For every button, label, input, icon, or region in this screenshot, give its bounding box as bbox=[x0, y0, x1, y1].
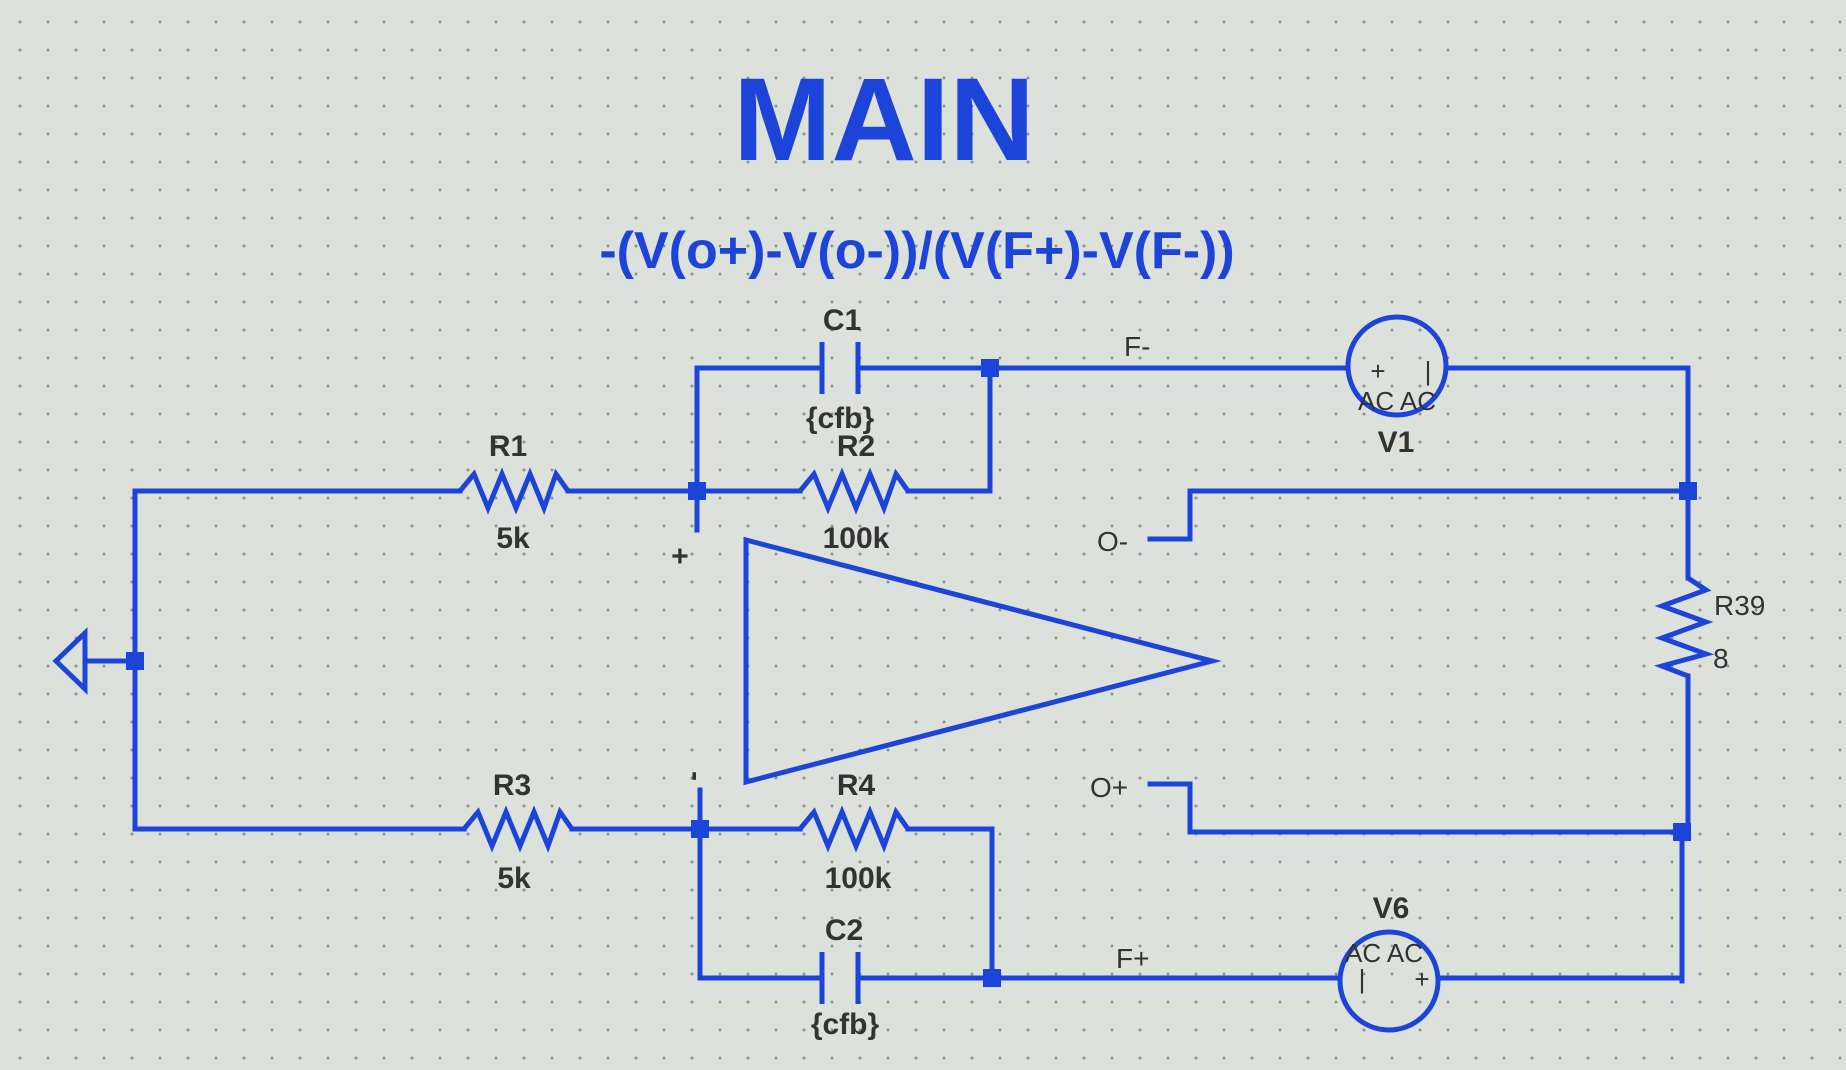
net-label-o-minus: O- bbox=[1097, 526, 1128, 557]
r2-value-label: 100k bbox=[823, 522, 890, 555]
net-label-f-minus: F- bbox=[1124, 331, 1150, 362]
capacitor-c2[interactable] bbox=[819, 952, 861, 1004]
c1-value-label: {cfb} bbox=[806, 402, 875, 435]
capacitor-c1[interactable] bbox=[819, 342, 861, 394]
wires bbox=[82, 365, 1691, 984]
r3-value-label: 5k bbox=[497, 862, 531, 895]
junctions bbox=[126, 359, 1697, 987]
resistor-r3[interactable] bbox=[462, 805, 575, 854]
opamp-minus-sign: - bbox=[676, 771, 709, 781]
resistor-r39[interactable] bbox=[1653, 575, 1715, 679]
v6-name-label: V6 bbox=[1373, 892, 1410, 925]
net-label-f-plus: F+ bbox=[1116, 943, 1149, 974]
r3-name-label: R3 bbox=[493, 769, 531, 802]
junction-dot bbox=[691, 820, 709, 838]
v6-minus-sign: | bbox=[1359, 964, 1366, 994]
c2-value-label: {cfb} bbox=[811, 1008, 880, 1041]
expression-directive: -(V(o+)-V(o-))/(V(F+)-V(F-)) bbox=[599, 222, 1234, 280]
junction-dot bbox=[688, 482, 706, 500]
r4-name-label: R4 bbox=[837, 769, 876, 802]
r1-value-label: 5k bbox=[496, 522, 530, 555]
wire-o-minus bbox=[1147, 488, 1691, 542]
opamp-symbol[interactable] bbox=[743, 536, 1222, 786]
voltage-source-v1[interactable] bbox=[1345, 314, 1449, 418]
r1-name-label: R1 bbox=[489, 430, 527, 463]
junction-dot bbox=[126, 652, 144, 670]
junction-dot bbox=[983, 969, 1001, 987]
junction-dot bbox=[1679, 482, 1697, 500]
voltage-source-v6[interactable] bbox=[1337, 929, 1441, 1033]
v1-plus-sign: + bbox=[1370, 356, 1385, 386]
v1-name-label: V1 bbox=[1378, 426, 1415, 459]
resistor-r2[interactable] bbox=[798, 467, 911, 516]
c1-name-label: C1 bbox=[823, 304, 861, 337]
net-label-o-plus: O+ bbox=[1090, 772, 1128, 803]
junction-dot bbox=[1673, 823, 1691, 841]
r2-name-label: R2 bbox=[837, 430, 875, 463]
v6-value-label: AC AC bbox=[1345, 938, 1423, 968]
v1-value-label: AC AC bbox=[1358, 386, 1436, 416]
voltage-source-v1-circle bbox=[1345, 314, 1449, 418]
voltage-source-v6-circle bbox=[1337, 929, 1441, 1033]
r39-name-label: R39 bbox=[1714, 590, 1765, 621]
opamp-plus-sign: + bbox=[664, 547, 697, 565]
junction-dot bbox=[981, 359, 999, 377]
ground-symbol[interactable] bbox=[52, 627, 88, 695]
wire-o-plus bbox=[1147, 781, 1691, 835]
resistor-r4[interactable] bbox=[798, 805, 911, 854]
c2-name-label: C2 bbox=[825, 914, 863, 947]
r4-value-label: 100k bbox=[825, 862, 892, 895]
schematic-title: MAIN bbox=[733, 54, 1035, 186]
v1-minus-sign: | bbox=[1425, 356, 1432, 386]
resistor-r1[interactable] bbox=[458, 467, 571, 516]
v6-plus-sign: + bbox=[1414, 964, 1429, 994]
r39-value-label: 8 bbox=[1713, 643, 1729, 674]
